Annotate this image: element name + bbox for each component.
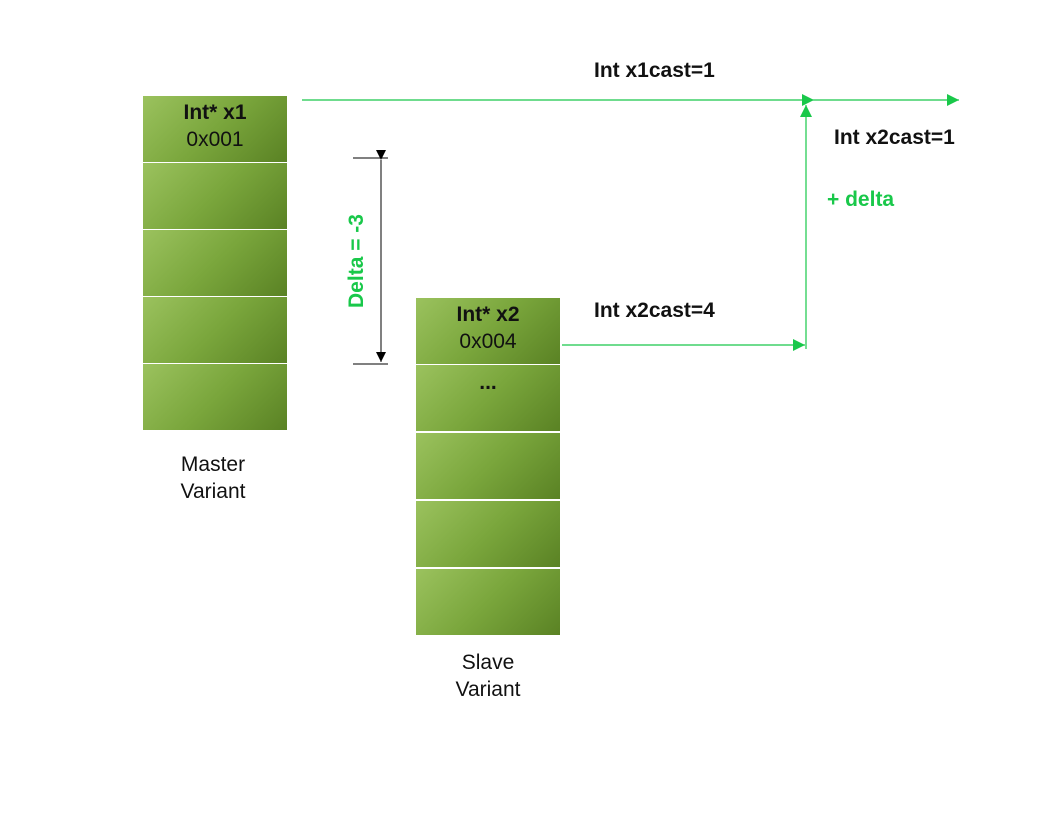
- master-variant-caption: Master Variant: [123, 451, 303, 505]
- x2cast-label: Int x2cast=4: [594, 299, 715, 322]
- delta-label: Delta = -3: [345, 214, 368, 308]
- slave-cell: [416, 433, 560, 499]
- x2cast-result-label: Int x2cast=1: [834, 126, 955, 149]
- master-pointer-name: Int* x1: [183, 101, 247, 124]
- slave-variant-caption: Slave Variant: [398, 649, 578, 703]
- slave-pointer-name: Int* x2: [456, 303, 520, 326]
- x1cast-label: Int x1cast=1: [594, 59, 715, 82]
- master-cell: [143, 230, 287, 296]
- slave-ellipsis: ...: [479, 371, 497, 394]
- slave-cell: [416, 501, 560, 567]
- slave-cell: [416, 569, 560, 635]
- delta-dimension-line: [353, 150, 388, 365]
- master-caption-line1: Master: [180, 453, 246, 476]
- slave-cell-x2: Int* x2 0x004: [416, 298, 560, 364]
- master-cell: [143, 163, 287, 229]
- master-caption-line2: Variant: [180, 480, 246, 503]
- plus-delta-label: + delta: [827, 188, 895, 211]
- master-pointer-address: 0x001: [186, 128, 244, 151]
- master-cell: [143, 364, 287, 430]
- slave-cell-ellipsis: ...: [416, 365, 560, 431]
- master-cell-x1: Int* x1 0x001: [143, 96, 287, 162]
- slave-caption-line2: Variant: [455, 678, 521, 701]
- slave-caption-line1: Slave: [461, 651, 515, 674]
- slave-pointer-address: 0x004: [459, 330, 517, 353]
- master-cell: [143, 297, 287, 363]
